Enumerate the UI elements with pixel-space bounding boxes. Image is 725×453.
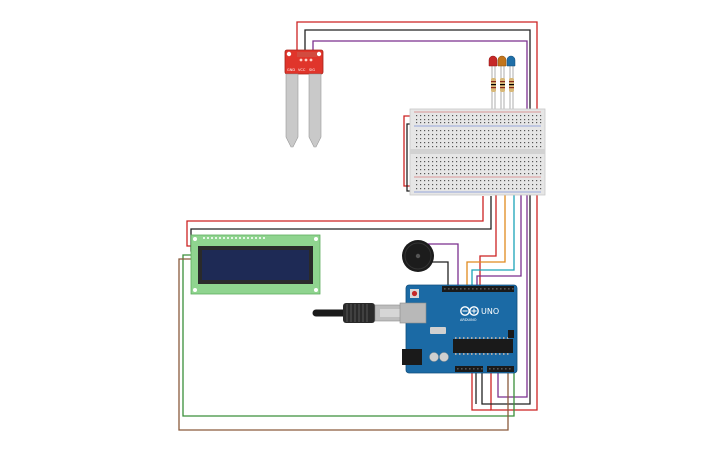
wire-bb-arduino-orange[interactable] bbox=[466, 130, 506, 290]
wires bbox=[178, 21, 538, 431]
arduino-capacitor-2 bbox=[439, 352, 449, 362]
red-led[interactable] bbox=[488, 55, 498, 67]
arduino-pcb bbox=[405, 284, 518, 374]
arduino-power-jack bbox=[402, 349, 422, 365]
breadboard-center-channel bbox=[410, 149, 545, 154]
arduino-capacitor-1 bbox=[429, 352, 439, 362]
wire-arduino-red-loop[interactable] bbox=[471, 372, 491, 411]
wire-buzzer-black[interactable] bbox=[428, 261, 449, 290]
buzzer-hole bbox=[415, 253, 421, 259]
wire-rail-red[interactable] bbox=[403, 115, 412, 187]
wire-bb-arduino-teal[interactable] bbox=[471, 130, 515, 290]
resistor-1[interactable] bbox=[491, 78, 496, 92]
sensor-probe-right bbox=[308, 73, 322, 148]
lcd-screen bbox=[202, 250, 309, 280]
resistor-3[interactable] bbox=[509, 78, 514, 92]
sensor-label-gnd: GND bbox=[287, 68, 295, 72]
sensor-pin-header bbox=[297, 52, 317, 57]
arduino-brand-label: ARDUINO bbox=[460, 318, 477, 322]
breadboard-holes bbox=[416, 115, 542, 190]
sensor-mount-hole-left bbox=[286, 51, 292, 57]
wire-bb-lcd-red[interactable] bbox=[186, 196, 484, 247]
lcd-mount-hole-tr bbox=[314, 237, 318, 241]
arduino-logo-icon bbox=[460, 306, 479, 316]
arduino-analog-header bbox=[487, 366, 514, 372]
lcd-mount-hole-tl bbox=[193, 237, 197, 241]
arduino-uno-board[interactable]: UNO ARDUINO bbox=[399, 284, 518, 374]
arduino-icsp-header bbox=[508, 330, 514, 338]
wire-sensor-gnd[interactable] bbox=[304, 29, 531, 405]
wire-bb-arduino-red[interactable] bbox=[479, 150, 497, 290]
lcd-mount-hole-bl bbox=[193, 288, 197, 292]
sensor-mount-hole-right bbox=[316, 51, 322, 57]
arduino-digital-header bbox=[442, 286, 514, 292]
wire-bb-arduino-purple[interactable] bbox=[476, 130, 522, 290]
orange-led[interactable] bbox=[497, 55, 507, 67]
wire-lcd-brown[interactable] bbox=[178, 258, 509, 431]
sensor-label-sig: SIG bbox=[309, 68, 315, 72]
sensor-pin-3 bbox=[309, 58, 313, 62]
breadboard[interactable] bbox=[409, 108, 546, 196]
resistor-2[interactable] bbox=[500, 78, 505, 92]
blue-led[interactable] bbox=[506, 55, 516, 67]
wire-sensor-signal[interactable] bbox=[312, 40, 528, 398]
led-group bbox=[488, 55, 516, 110]
lcd-display[interactable] bbox=[190, 234, 321, 295]
sensor-pin-1 bbox=[299, 58, 303, 62]
sensor-label-vcc: VCC bbox=[298, 68, 306, 72]
buzzer-ring bbox=[404, 242, 432, 270]
arduino-atmega-chip bbox=[453, 339, 513, 353]
arduino-uno-label: UNO bbox=[481, 307, 499, 316]
usb-cable[interactable] bbox=[312, 303, 408, 323]
soil-moisture-sensor[interactable]: GND VCC SIG bbox=[284, 49, 324, 148]
arduino-usb-port bbox=[399, 302, 427, 324]
lcd-pin-header bbox=[203, 237, 265, 239]
sensor-pin-2 bbox=[304, 58, 308, 62]
wire-lcd-green[interactable] bbox=[182, 254, 515, 417]
lcd-mount-hole-br bbox=[314, 288, 318, 292]
sensor-probe-left bbox=[285, 73, 299, 148]
piezo-buzzer[interactable] bbox=[402, 240, 434, 272]
wire-buzzer-purple[interactable] bbox=[420, 243, 459, 290]
wire-rail-black[interactable] bbox=[406, 123, 412, 192]
arduino-regulator bbox=[430, 327, 446, 334]
